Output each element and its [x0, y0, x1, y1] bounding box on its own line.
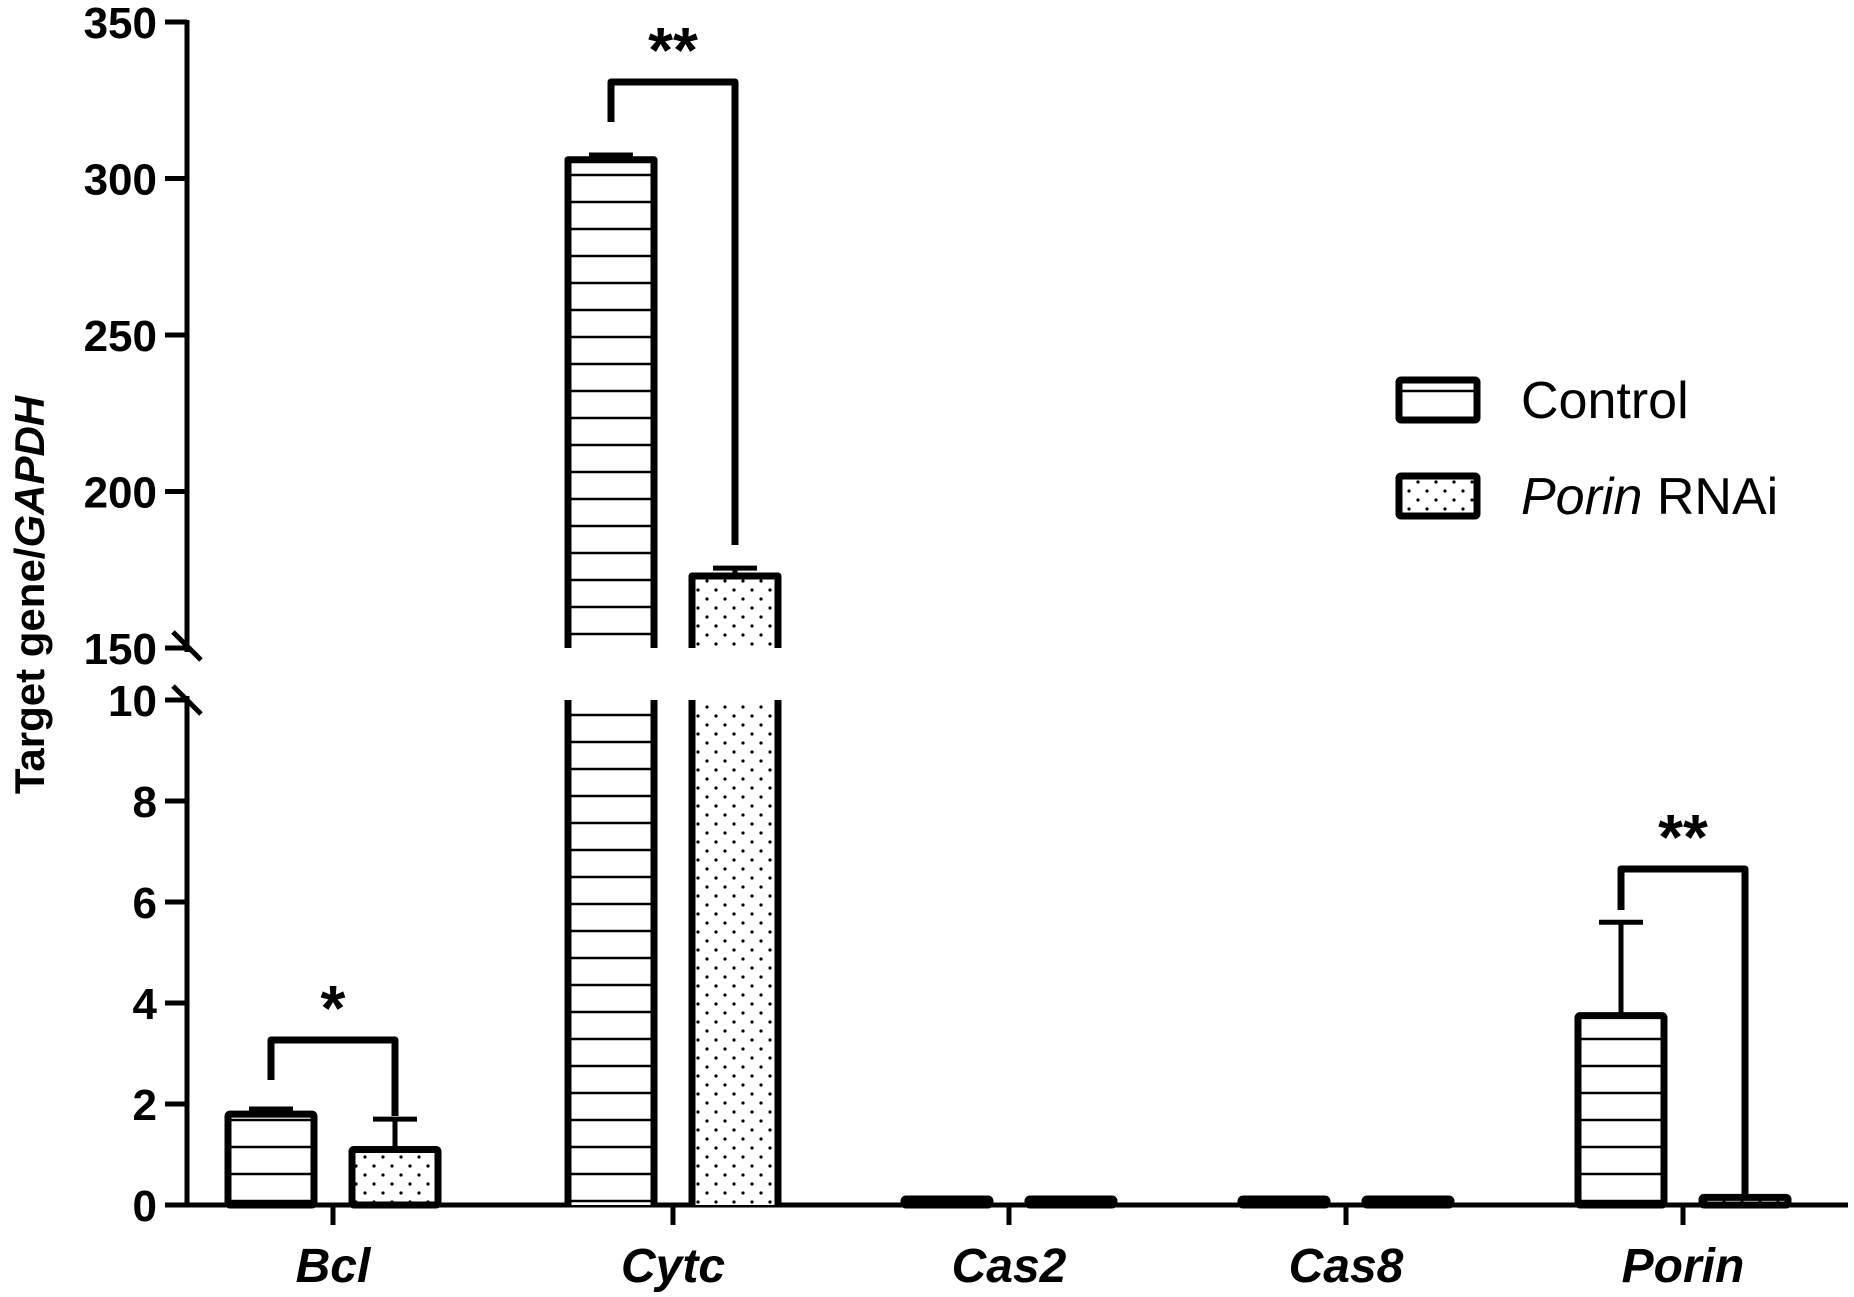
bar-fill [568, 159, 654, 648]
bar-fill [900, 1195, 994, 1209]
bar [348, 1116, 442, 1209]
x-tick-label: Bcl [296, 1240, 372, 1293]
bar-fill [1024, 1195, 1118, 1209]
y-tick-label: 300 [84, 156, 157, 205]
significance-label: ** [648, 14, 698, 86]
bar-fill [348, 1145, 442, 1209]
bar [688, 565, 782, 1205]
legend-label: Porin RNAi [1521, 468, 1778, 526]
y-tick-label: 150 [84, 625, 157, 674]
y-tick-label: 200 [84, 469, 157, 518]
legend-entry: Porin RNAi [1395, 468, 1778, 526]
significance-label: * [321, 972, 346, 1044]
significance-label: ** [1658, 801, 1708, 873]
significance-bracket: ** [1617, 801, 1749, 1200]
bar-fill [692, 576, 778, 648]
bracket-line [1617, 865, 1749, 1200]
bar [1361, 1195, 1455, 1209]
bar-fill [692, 700, 778, 1205]
bar [1237, 1195, 1331, 1209]
bar [1574, 919, 1668, 1209]
legend-swatch [1395, 472, 1481, 520]
significance-brackets: ***** [267, 14, 1749, 1200]
bar [224, 1106, 318, 1209]
bar-fill [1361, 1195, 1455, 1209]
bar-outline [688, 700, 782, 1205]
bracket-line [607, 78, 739, 545]
bars [224, 152, 1792, 1209]
bar-fill [1237, 1195, 1331, 1209]
y-tick-label: 250 [84, 312, 157, 361]
y-tick-label: 2 [133, 1081, 157, 1130]
x-tick-label: Cytc [621, 1240, 725, 1293]
significance-bracket: ** [607, 14, 739, 545]
legend-label: Control [1521, 372, 1689, 430]
bar-fill [1574, 1012, 1668, 1209]
x-axis: Bcl Cytc Cas2 Cas8 Porin [185, 1202, 1848, 1293]
bar [900, 1195, 994, 1209]
x-tick-label: Cas8 [1289, 1240, 1404, 1293]
x-tick-label: Cas2 [952, 1240, 1067, 1293]
bar [1024, 1195, 1118, 1209]
y-tick-label: 10 [108, 677, 157, 726]
bracket-line [267, 1036, 399, 1116]
bar-fill [224, 1110, 318, 1209]
y-tick-label: 8 [133, 778, 157, 827]
y-tick-label: 6 [133, 879, 157, 928]
y-tick-label: 0 [133, 1182, 157, 1231]
y-tick-label: 4 [133, 980, 158, 1029]
y-axis-label: Target gene/GAPDH [6, 394, 53, 794]
bar-outline [564, 700, 658, 1205]
x-tick-label: Porin [1622, 1240, 1745, 1293]
y-tick-label: 350 [84, 0, 157, 48]
significance-bracket: * [267, 972, 399, 1116]
bar-fill [568, 700, 654, 1205]
legend-swatch [1395, 376, 1481, 424]
legend-entry: Control [1395, 372, 1689, 430]
bar [564, 152, 658, 1205]
